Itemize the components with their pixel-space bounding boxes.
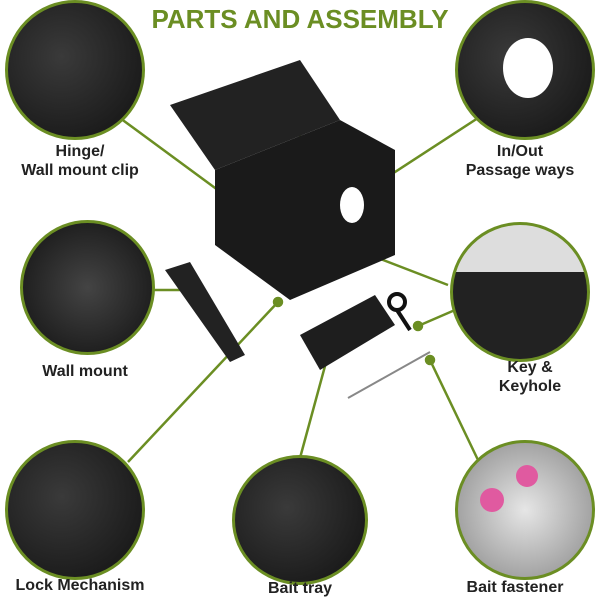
page-title: PARTS AND ASSEMBLY bbox=[151, 4, 449, 34]
label-bait-tray: Bait tray bbox=[267, 580, 333, 597]
label-passage: In/Out Passage ways bbox=[465, 143, 575, 179]
bait-tray-detail-image bbox=[232, 455, 368, 585]
label-lock: Lock Mechanism bbox=[15, 577, 145, 594]
hinge-detail-image bbox=[5, 0, 145, 140]
label-bait-fastener: Bait fastener bbox=[466, 579, 564, 596]
lock-detail-image bbox=[5, 440, 145, 580]
label-hinge: Hinge/ Wall mount clip bbox=[21, 143, 139, 179]
label-key: Key & Keyhole bbox=[498, 359, 562, 395]
passage-detail-image bbox=[455, 0, 595, 140]
key-detail-image bbox=[450, 222, 590, 362]
bait-station-illustration bbox=[165, 60, 431, 399]
label-wall-mount: Wall mount bbox=[42, 363, 128, 380]
wall-mount-detail-image bbox=[20, 220, 155, 355]
bait-fastener-detail-image bbox=[455, 440, 595, 580]
